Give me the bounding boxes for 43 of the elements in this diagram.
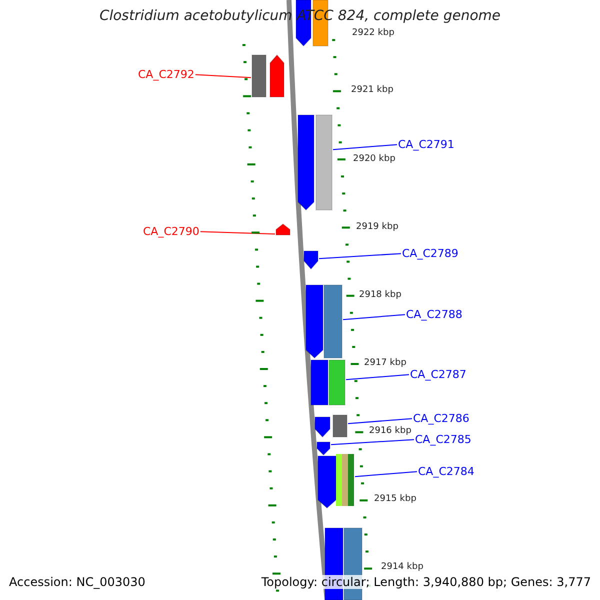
gene-label: CA_C2788 xyxy=(406,308,462,322)
leader-line xyxy=(194,74,252,78)
leader-line xyxy=(342,314,406,320)
scale-label: 2921 kbp xyxy=(351,85,394,96)
gene-block xyxy=(328,360,346,406)
scale-label: 2914 kbp xyxy=(381,562,424,573)
gene-label: CA_C2790 xyxy=(143,225,200,238)
title: Clostridium acetobutylicum ATCC 824, complete genome xyxy=(98,8,502,25)
gene-feature-block xyxy=(304,250,318,270)
gene-label: CA_C2784 xyxy=(418,465,474,478)
gene-feature-block xyxy=(314,416,330,438)
gene-label: CA_C2785 xyxy=(415,433,472,446)
leader-line xyxy=(346,374,410,380)
gene-block xyxy=(316,114,332,210)
scale-label: 2919 kbp xyxy=(356,222,398,233)
gene-feature-block xyxy=(270,54,284,98)
gene-label: CA_C2791 xyxy=(398,138,454,152)
gene-block xyxy=(332,414,348,438)
gene-block xyxy=(252,54,266,98)
gene-block xyxy=(336,454,354,506)
scale-label: 2915 kbp xyxy=(374,494,416,505)
gene-block xyxy=(310,360,328,406)
scale-label: 2922 kbp xyxy=(352,28,394,39)
leader-line xyxy=(200,231,276,234)
gene-feature-block xyxy=(306,284,324,359)
scale-label: 2920 kbp xyxy=(353,154,396,165)
leader-line xyxy=(332,144,398,150)
leader-line xyxy=(318,253,402,260)
gene-label: CA_C2789 xyxy=(402,247,458,260)
gene-feature-block xyxy=(316,442,330,456)
gene-feature-block xyxy=(276,223,290,236)
gene-label: CA_C2786 xyxy=(413,412,470,426)
leader-line xyxy=(330,439,414,446)
scale-label: 2916 kbp xyxy=(369,426,412,437)
scale-label: 2917 kbp xyxy=(364,358,406,369)
leader-line xyxy=(348,418,412,424)
gene-label: CA_C2787 xyxy=(410,368,466,382)
accession-text: Accession: NC_003030 xyxy=(9,575,146,590)
genome-info-text: Topology: circular; Length: 3,940,880 bp; Genes: 3,777 xyxy=(261,575,591,590)
gene-feature-block xyxy=(298,114,314,211)
gene-label: CA_C2792 xyxy=(138,68,194,82)
gene-block xyxy=(324,284,342,358)
scale-label: 2918 kbp xyxy=(359,290,402,301)
